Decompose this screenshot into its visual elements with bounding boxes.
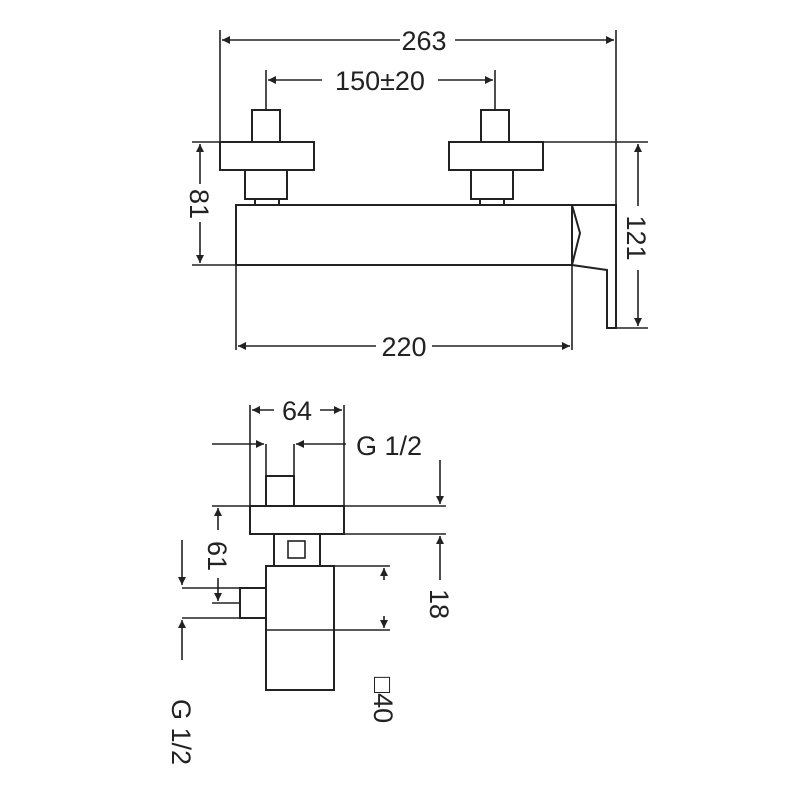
dim-spacer: 18 <box>424 589 454 619</box>
thread-bottom-label: G 1/2 <box>166 699 196 765</box>
side-nut <box>273 533 321 567</box>
left-nipple <box>251 109 281 143</box>
dim-body-length: 220 <box>381 332 426 362</box>
side-flange <box>249 505 345 535</box>
side-body <box>265 565 335 691</box>
side-top-nipple <box>265 475 295 507</box>
right-nut <box>470 169 514 200</box>
lever-handle <box>570 204 617 329</box>
side-view: 64 G 1/2 18 61 □40 G 1/2 <box>166 396 454 765</box>
left-washer <box>254 198 280 206</box>
right-flange <box>448 141 544 171</box>
side-nut-square <box>287 540 306 559</box>
mixer-body <box>235 204 573 266</box>
right-nipple <box>480 109 510 143</box>
dim-inlet-spacing: 150±20 <box>335 66 425 96</box>
right-washer <box>479 198 505 206</box>
dim-body-section: □40 <box>368 677 398 723</box>
side-outlet <box>239 587 267 619</box>
dim-inlet-height: 81 <box>184 189 214 219</box>
front-view: 263 150±20 81 121 220 <box>184 26 651 362</box>
right-connector <box>448 109 544 206</box>
dim-overall-width: 263 <box>401 26 446 56</box>
dim-offset: 61 <box>202 541 232 571</box>
left-flange <box>219 141 315 171</box>
left-connector <box>219 109 315 206</box>
left-nut <box>244 169 288 200</box>
dim-total-height: 121 <box>621 215 651 260</box>
dim-depth: 64 <box>282 396 312 426</box>
thread-top-label: G 1/2 <box>356 431 422 461</box>
